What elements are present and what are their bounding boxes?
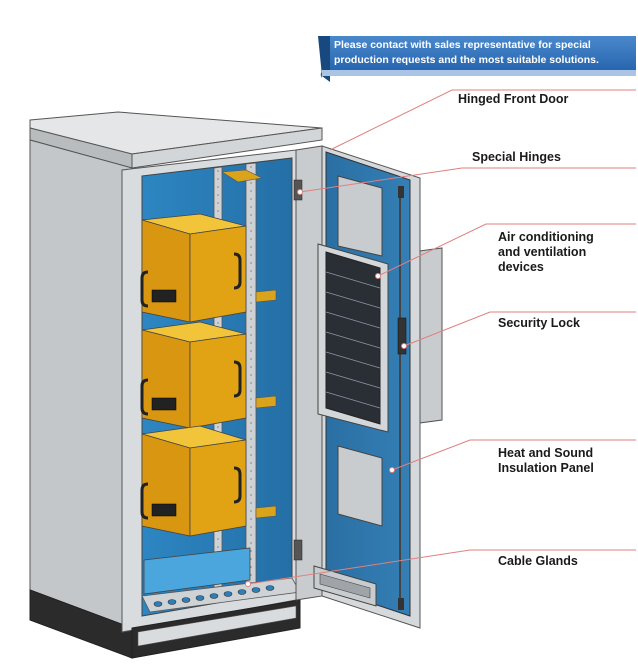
front-door	[293, 145, 421, 629]
module-bottom	[140, 425, 247, 537]
equipment-modules	[140, 213, 247, 537]
module-top	[140, 213, 247, 323]
callout-cable-glands: Cable Glands	[498, 554, 578, 568]
callout-security-lock: Security Lock	[498, 316, 580, 330]
banner-text: Please contact with sales representative…	[334, 39, 599, 66]
callout-hinged-front-door: Hinged Front Door	[458, 92, 569, 106]
callout-insulation-panel: Heat and Sound Insulation Panel	[498, 446, 594, 475]
leader-dots	[245, 189, 407, 587]
info-banner	[318, 36, 636, 82]
module-middle	[140, 321, 247, 429]
callout-special-hinges: Special Hinges	[472, 150, 561, 164]
callout-air-conditioning: Air conditioning and ventilation devices	[498, 230, 594, 274]
leader-lines	[247, 89, 636, 585]
